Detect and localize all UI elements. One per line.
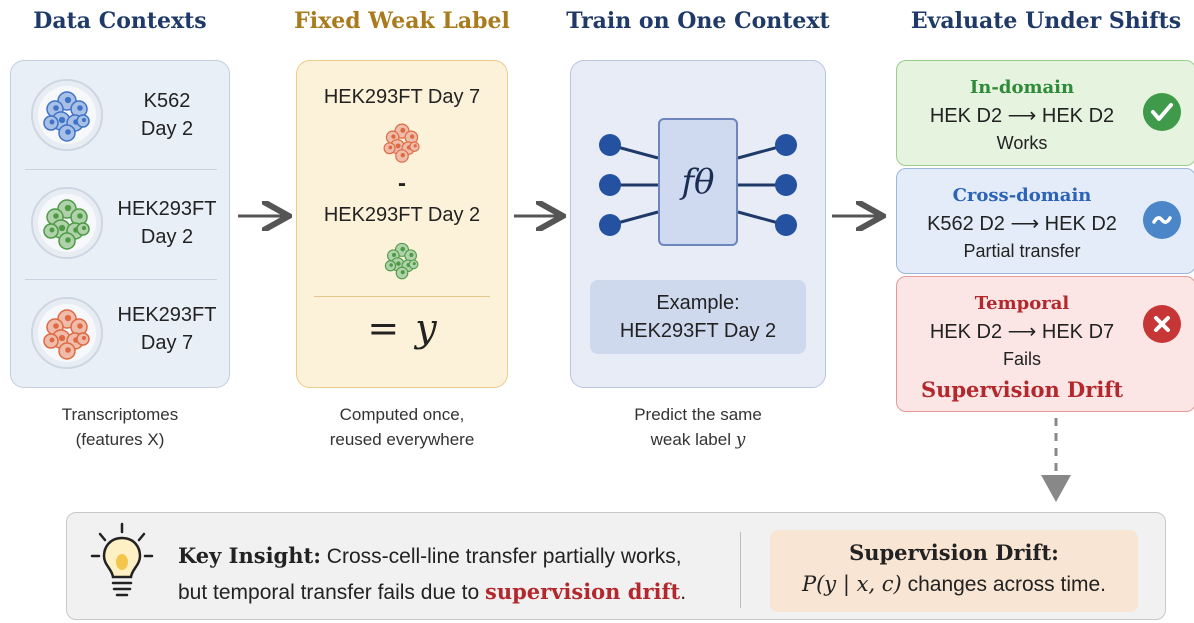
cell-cluster-icon (384, 242, 419, 280)
example-box: Example: HEK293FT Day 2 (590, 280, 806, 354)
eval-transfer: K562 D2 ⟶ HEK D2 (927, 213, 1117, 235)
context-label: K562 Day 2 (140, 90, 194, 140)
eval-transfer: HEK D2 ⟶ HEK D7 (929, 321, 1115, 343)
divider (314, 296, 490, 297)
eval-title: In-domain (969, 77, 1075, 98)
eval-card-in-domain: In-domain HEK D2 ⟶ HEK D2 Works (896, 60, 1194, 166)
cell-cluster-icon (383, 123, 420, 163)
context-label: HEK293FT Day 2 (117, 198, 217, 248)
heading-data-contexts: Data Contexts (33, 8, 207, 34)
supervision-drift-title: Supervision Drift: (849, 540, 1059, 565)
key-insight-text: Key Insight: Cross-cell-line transfer pa… (178, 543, 687, 604)
tilde-icon (1143, 201, 1181, 239)
divider (25, 279, 217, 280)
cell-cluster-icon (43, 91, 90, 142)
supervision-drift-formula: P(y | x, c) changes across time. (801, 572, 1107, 596)
supervision-drift-label: Supervision Drift (920, 377, 1124, 402)
context-row-hek293ft-day2: HEK293FT Day 2 (11, 169, 231, 275)
divider (740, 532, 741, 608)
data-contexts-caption: Transcriptomes (features X) (61, 405, 179, 449)
heading-evaluate-shifts: Evaluate Under Shifts (910, 8, 1182, 34)
train-caption: Predict the same weak label y (634, 405, 762, 450)
heading-train-one-context: Train on One Context (566, 8, 830, 34)
eval-card-temporal: Temporal HEK D2 ⟶ HEK D7 Fails Supervisi… (896, 276, 1194, 412)
equals-y: =y (367, 306, 437, 350)
x-icon (1143, 305, 1181, 343)
data-contexts-panel: K562 Day 2 HEK293FT Day 2 HEK293FT Day 7 (10, 60, 230, 388)
heading-fixed-weak-label: Fixed Weak Label (294, 8, 510, 34)
divider (25, 169, 217, 170)
neural-network-icon (599, 134, 797, 236)
context-label: HEK293FT Day 7 (117, 304, 217, 354)
eval-card-cross-domain: Cross-domain K562 D2 ⟶ HEK D2 Partial tr… (896, 168, 1194, 274)
context-row-hek293ft-day7: HEK293FT Day 7 (11, 279, 231, 385)
petri-dish-icon (31, 79, 103, 151)
check-icon (1143, 93, 1181, 131)
eval-transfer: HEK D2 ⟶ HEK D2 (929, 105, 1115, 127)
model-box (658, 118, 738, 246)
minus-sign: - (398, 170, 406, 197)
context-row-k562-day2: K562 Day 2 (11, 61, 231, 167)
model-symbol: fθ (681, 162, 715, 202)
eval-result: Partial transfer (963, 241, 1081, 261)
weak-label-panel (296, 60, 508, 388)
supervision-drift-box: Supervision Drift: P(y | x, c) changes a… (770, 530, 1138, 612)
petri-dish-icon (31, 187, 103, 259)
lightbulb-icon (90, 522, 154, 597)
eval-title: Temporal (974, 293, 1070, 314)
weak-label-bottom: HEK293FT Day 2 (323, 204, 481, 226)
cell-cluster-icon (43, 309, 90, 360)
petri-dish-icon (31, 297, 103, 369)
eval-title: Cross-domain (952, 185, 1092, 206)
weak-label-top: HEK293FT Day 7 (323, 86, 481, 108)
eval-result: Works (996, 133, 1048, 153)
eval-result: Fails (1002, 349, 1041, 369)
weak-label-caption: Computed once, reused everywhere (329, 405, 475, 449)
cell-cluster-icon (43, 199, 90, 250)
